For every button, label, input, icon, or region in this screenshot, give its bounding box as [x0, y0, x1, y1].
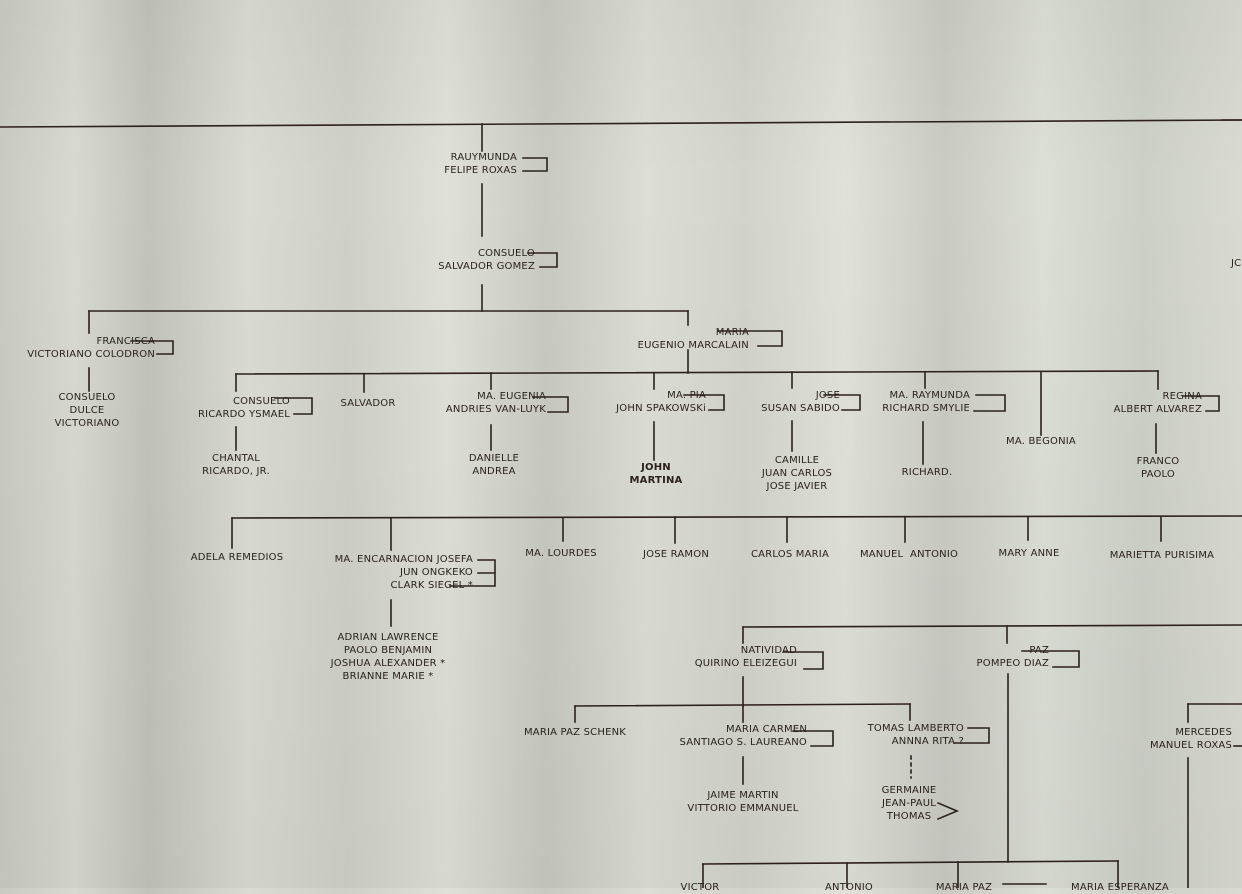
person-jose-ramon: JOSE RAMON [642, 549, 710, 560]
person-mary-anne: MARY ANNE [998, 548, 1060, 559]
bracket-paz [1021, 650, 1080, 668]
person-mercedes: MERCEDES MANUEL ROXAS [1150, 727, 1232, 751]
person-john-martina: JOHN MARTINA [629, 462, 683, 486]
person-danielle: DANIELLE ANDREA [468, 453, 520, 477]
person-regina: REGINA ALBERT ALVAREZ [1113, 391, 1202, 415]
arrow-germaine [936, 801, 960, 821]
person-jaime: JAIME MARTIN VITTORIO EMMANUEL [687, 790, 799, 814]
person-chantal: CHANTAL RICARDO, JR. [202, 453, 270, 477]
bracket-ma-encarnacion [449, 559, 496, 587]
person-tomas: TOMAS LAMBERTO ANNNA RITA ? [867, 723, 964, 747]
person-jose: JOSE SUSAN SABIDO [761, 390, 840, 414]
person-ma-lourdes: MA. LOURDES [525, 548, 597, 559]
person-marietta: MARIETTA PURISIMA [1109, 550, 1215, 561]
bracket-francisca [130, 340, 174, 355]
bracket-ma-pia [683, 394, 725, 411]
person-consuelo-top: CONSUELO SALVADOR GOMEZ [438, 248, 535, 272]
person-paz: PAZ POMPEO DIAZ [976, 645, 1049, 669]
person-richard: RICHARD. [901, 467, 953, 478]
person-adrian: ADRIAN LAWRENCE PAOLO BENJAMIN JOSHUA AL… [330, 632, 446, 682]
person-ma-pia: MA. PIA JOHN SPAKOWSKi [616, 390, 706, 414]
gen3-bar [235, 370, 1159, 375]
bracket-rauymunda [522, 157, 548, 172]
person-adela: ADELA REMEDIOS [190, 552, 284, 563]
person-maria-carmen: MARIA CARMEN SANTIAGO S. LAUREANO [679, 724, 807, 748]
person-maria-paz-schenk: MARIA PAZ SCHENK [523, 727, 627, 738]
person-franco: FRANCO PAOLO [1136, 456, 1180, 480]
person-natividad: NATIVIDAD QUIRINO ELEIZEGUI [694, 645, 797, 669]
person-carlos-maria: CARLOS MARIA [751, 549, 829, 560]
bracket-natividad [783, 651, 824, 670]
grandchild-bar [574, 703, 911, 707]
bottom-bar [702, 860, 1119, 865]
person-ma-begonia: MA. BEGONIA [1006, 436, 1076, 447]
person-manuel-antonio: MANUEL ANTONIO [859, 549, 959, 560]
top-rule-line [0, 119, 1242, 128]
bracket-jose [823, 394, 861, 411]
person-jc-partial: JC [1231, 258, 1242, 269]
bracket-maria-carmen [792, 730, 834, 747]
lower-bar [742, 624, 1242, 628]
person-salvador: SALVADOR [340, 398, 396, 409]
person-camille: CAMILLE JUAN CARLOS JOSE JAVIER [761, 455, 833, 492]
bracket-ma-eugenia [532, 396, 569, 413]
person-francisca: FRANCISCA VICTORIANO COLODRON [27, 336, 155, 360]
person-consuelo-ricardo: CONSUELO RICARDO YSMAEL [197, 396, 290, 420]
person-rauymunda: RAUYMUNDA FELIPE ROXAS [444, 152, 517, 176]
midrow-bar [231, 515, 1242, 519]
bracket-maria [717, 330, 783, 347]
person-ma-raymunda: MA. RAYMUNDA RICHARD SMYLIE [882, 390, 970, 414]
person-ma-eugenia: MA. EUGENIA ANDRIES VAN-LUYK [445, 391, 546, 415]
bracket-tomas [953, 727, 990, 744]
person-maria: MARIA EUGENIO MARCALAIN [637, 327, 749, 351]
bracket-ma-raymunda [973, 394, 1006, 412]
bracket-consuelo [527, 252, 558, 268]
bracket-regina [1182, 395, 1220, 412]
person-consuelo-dulce: CONSUELO DULCE VICTORIANO [54, 392, 120, 429]
person-ma-encarnacion: MA. ENCARNACION JOSEFA JUN ONGKEKO CLARK… [334, 554, 473, 591]
person-germaine: GERMAINE JEAN-PAUL THOMAS [881, 785, 937, 822]
bracket-consuelo-ricardo [274, 397, 313, 415]
